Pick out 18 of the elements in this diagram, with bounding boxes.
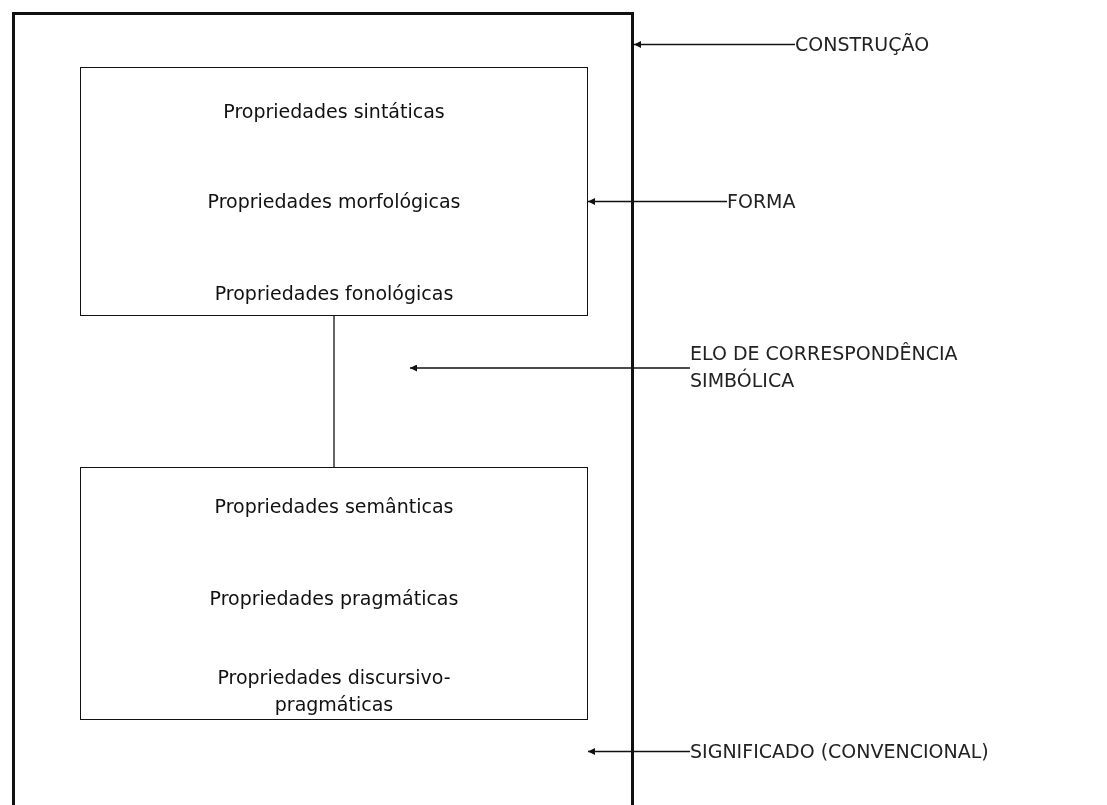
property-label: Propriedades fonológicas — [213, 280, 455, 306]
arrow — [587, 198, 728, 205]
arrow — [633, 41, 796, 48]
construction-frame — [12, 12, 634, 805]
property-label: Propriedades discursivo-pragmáticas — [216, 665, 452, 717]
arrow — [409, 364, 691, 372]
annotation-label: SIGNIFICADO (CONVENCIONAL) — [690, 739, 990, 764]
annotation-label: CONSTRUÇÃO — [795, 32, 931, 57]
property-label: Propriedades pragmáticas — [208, 585, 460, 611]
property-label: Propriedades morfológicas — [206, 188, 462, 214]
connector-line — [333, 315, 335, 468]
annotation-label: FORMA — [727, 189, 797, 214]
properties-box — [80, 467, 588, 720]
property-label: Propriedades semânticas — [213, 493, 455, 519]
annotation-label: ELO DE CORRESPONDÊNCIA SIMBÓLICA — [690, 341, 959, 393]
arrow — [587, 748, 691, 755]
properties-box — [80, 67, 588, 316]
property-label: Propriedades sintáticas — [222, 98, 446, 124]
